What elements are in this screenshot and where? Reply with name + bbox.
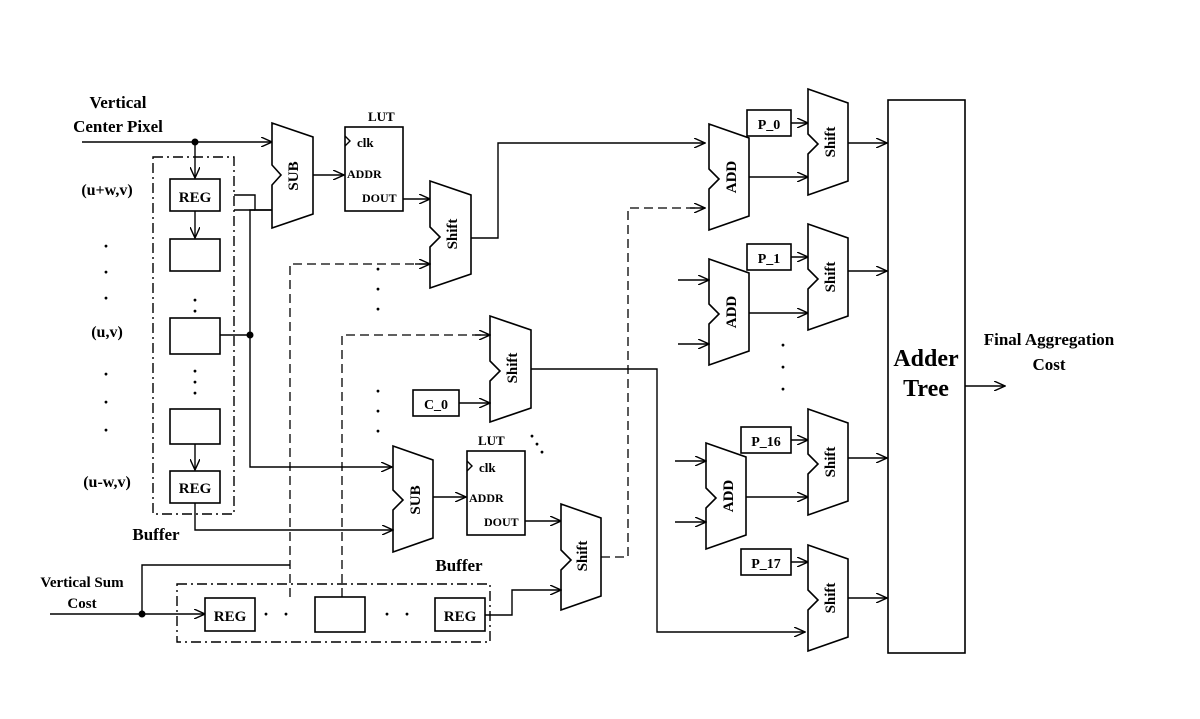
vertical-sum-cost-label-2: Cost [67,596,96,612]
c0-label: C_0 [424,398,448,413]
add-block-1 [708,122,750,232]
shift-block-p17 [807,543,849,653]
shift-block-p0 [807,87,849,197]
sub-block-1-label: SUB [286,161,302,190]
p0-box [746,109,792,137]
shift-block-1-label: Shift [445,219,461,250]
left-buffer-label: Buffer [132,525,180,544]
reg-bottom [169,470,221,504]
shift-block-2-label: Shift [575,541,591,572]
p0-label: P_0 [758,118,781,133]
lut-2-dout: DOUT [484,515,519,529]
lut-1-clk: clk [357,135,374,150]
bottom-reg-left [204,597,256,632]
add-block-3 [705,441,747,551]
index-u-plus-w: (u+w,v) [81,182,132,199]
sub-block-2-label: SUB [408,485,424,514]
lut-1 [344,126,404,212]
left-buffer-outline [152,156,235,515]
p1-label: P_1 [758,252,781,267]
lut-2-title: LUT [478,433,505,448]
bottom-reg-right-label: REG [444,609,477,625]
index-dots-bottom: ··· [103,364,109,440]
bottom-buffer-cell-center [314,596,366,633]
bottom-dots-1: ·· [263,604,289,624]
lut-2-addr: ADDR [469,491,504,505]
shift-block-c0-label: Shift [505,353,521,384]
add-block-2-label: ADD [724,296,740,329]
lut-1-title: LUT [368,109,395,124]
reg-bottom-label: REG [179,481,212,497]
middle-dots-3: ··· [529,426,545,462]
adder-tree-label-2: Tree [903,376,949,402]
vertical-sum-cost-label: Vertical Sum [40,575,124,591]
bottom-buffer-outline [176,583,491,643]
lut-1-dout: DOUT [362,191,397,205]
shift-block-p1-label: Shift [823,262,839,293]
vertical-center-pixel-label: Vertical [90,93,147,112]
buffer-cell-center [169,317,221,355]
shift-block-p16-label: Shift [823,447,839,478]
final-aggregation-cost-label: Final Aggregation [984,330,1115,349]
p17-box [740,548,792,576]
p17-label: P_17 [751,557,781,572]
buffer-cell-2 [169,238,221,272]
buffer-cell-4 [169,408,221,445]
shift-block-p16 [807,407,849,517]
reg-top-label: REG [179,190,212,206]
bottom-dots-2: ·· [384,604,410,624]
adder-column-dots: ··· [780,335,786,399]
shift-block-p17-label: Shift [823,583,839,614]
p16-label: P_16 [751,435,781,450]
lut-1-addr: ADDR [347,167,382,181]
add-block-1-label: ADD [724,161,740,194]
shift-block-p0-label: Shift [823,127,839,158]
bottom-reg-left-label: REG [214,609,247,625]
vertical-center-pixel-label-2: Center Pixel [73,117,163,136]
bottom-buffer-label: Buffer [435,556,483,575]
shift-block-p1 [807,222,849,332]
index-u-minus-w: (u-w,v) [83,474,131,491]
add-block-3-label: ADD [721,480,737,513]
middle-dots-2: ··· [375,381,381,441]
middle-dots-1: ··· [375,259,381,319]
index-u: (u,v) [91,324,123,341]
adder-tree [887,99,966,654]
index-dots-top: ··· [103,236,109,308]
lut-2 [466,450,526,536]
reg-top [169,178,221,212]
p16-box [740,426,792,454]
final-aggregation-cost-label-2: Cost [1032,355,1065,374]
adder-tree-label: Adder [893,346,959,372]
buffer-dots-2: ··· [192,361,198,403]
lut-2-clk: clk [479,460,496,475]
c0-box [412,389,460,417]
sub-block-1 [271,121,314,230]
